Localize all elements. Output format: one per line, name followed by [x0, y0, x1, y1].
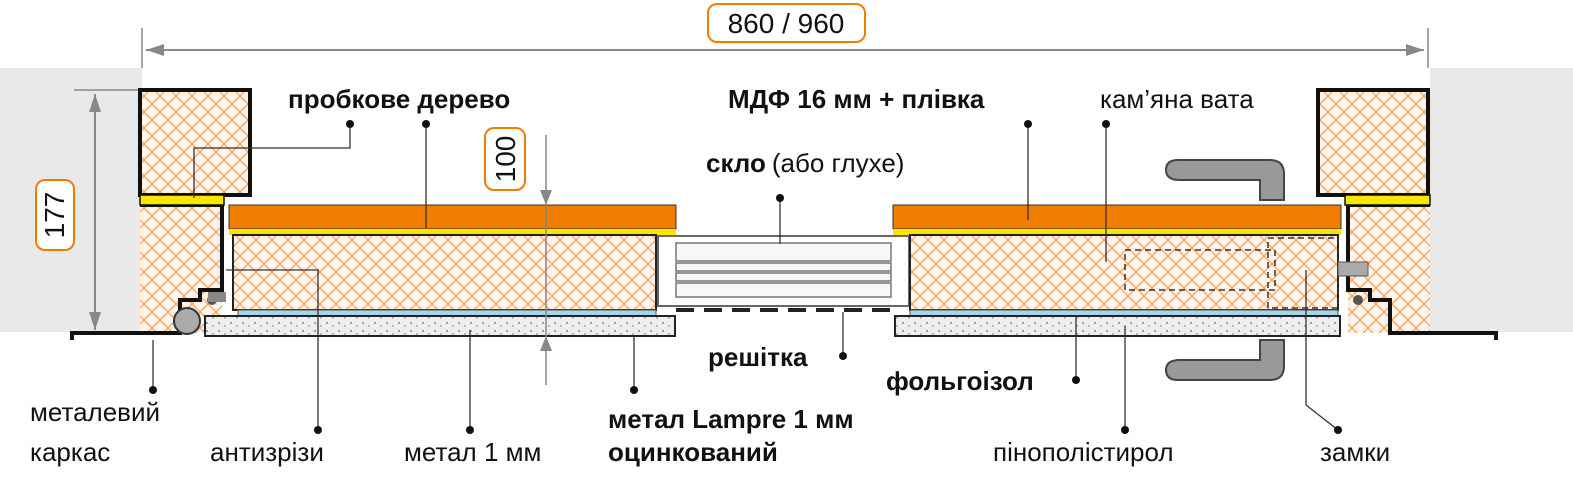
- depth-dimension: 100: [484, 127, 552, 385]
- leader-lines: [152, 124, 1339, 431]
- label-stone-wool: кам’яна вата: [1100, 84, 1254, 114]
- label-metal-frame-line1: металевий: [30, 397, 160, 427]
- label-metal-lampre-line1: метал Lampre 1 мм: [608, 404, 854, 434]
- left-door-frame: [70, 88, 252, 340]
- width-dimension: 860 / 960: [141, 3, 1429, 68]
- width-dimension-label: 860 / 960: [728, 8, 845, 39]
- label-locks: замки: [1320, 437, 1390, 467]
- label-glass-alt: (або глухе): [772, 148, 905, 178]
- leader-dots: [149, 120, 1342, 434]
- label-metal-lampre-line2: оцинкований: [608, 437, 778, 467]
- label-glass: скло(або глухе): [706, 148, 904, 178]
- door-handles: [1164, 159, 1285, 381]
- left-door-leaf: [204, 204, 677, 337]
- label-mdf: МДФ 16 мм + плівка: [728, 84, 985, 114]
- glass-unit: [657, 235, 910, 312]
- label-glass-bold: скло: [706, 148, 766, 178]
- label-metal-frame-line2: каркас: [30, 437, 110, 467]
- label-anti-cut: антизрізи: [210, 437, 324, 467]
- label-grille: решітка: [708, 342, 808, 372]
- label-metal-1mm: метал 1 мм: [404, 437, 541, 467]
- label-foil-insulation: фольгоізол: [886, 366, 1034, 396]
- depth-dimension-label: 100: [490, 136, 521, 183]
- right-door-leaf: [892, 204, 1369, 337]
- label-polystyrene: пінополістирол: [993, 437, 1174, 467]
- right-door-frame: [1316, 88, 1498, 340]
- label-cork-wood: пробкове дерево: [288, 84, 510, 114]
- height-dimension-label: 177: [39, 192, 70, 239]
- right-wall: [1430, 68, 1573, 332]
- height-dimension: 177: [35, 89, 142, 330]
